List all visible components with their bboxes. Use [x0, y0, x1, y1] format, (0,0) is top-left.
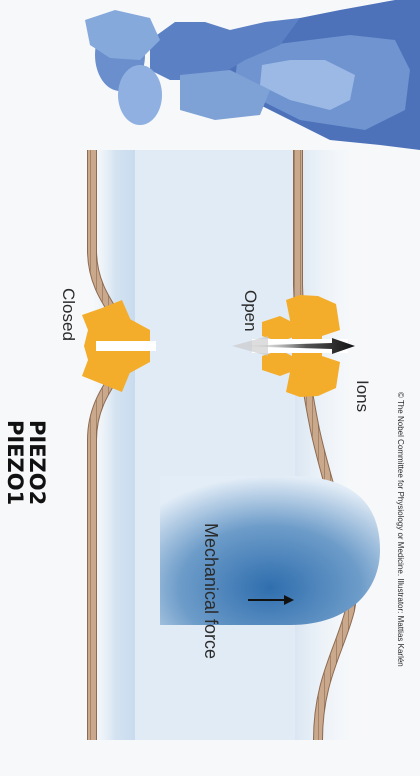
ions-label: Ions — [353, 380, 372, 412]
credit-text: © The Nobel Committee for Physiology or … — [396, 392, 405, 667]
closed-label: Closed — [59, 288, 78, 341]
force-label: Mechanical force — [201, 523, 221, 659]
piezo2-label: PIEZO2 — [25, 420, 49, 505]
force-dome — [160, 476, 380, 625]
open-label: Open — [241, 290, 260, 332]
piezo1-label: PIEZO1 — [3, 420, 27, 505]
